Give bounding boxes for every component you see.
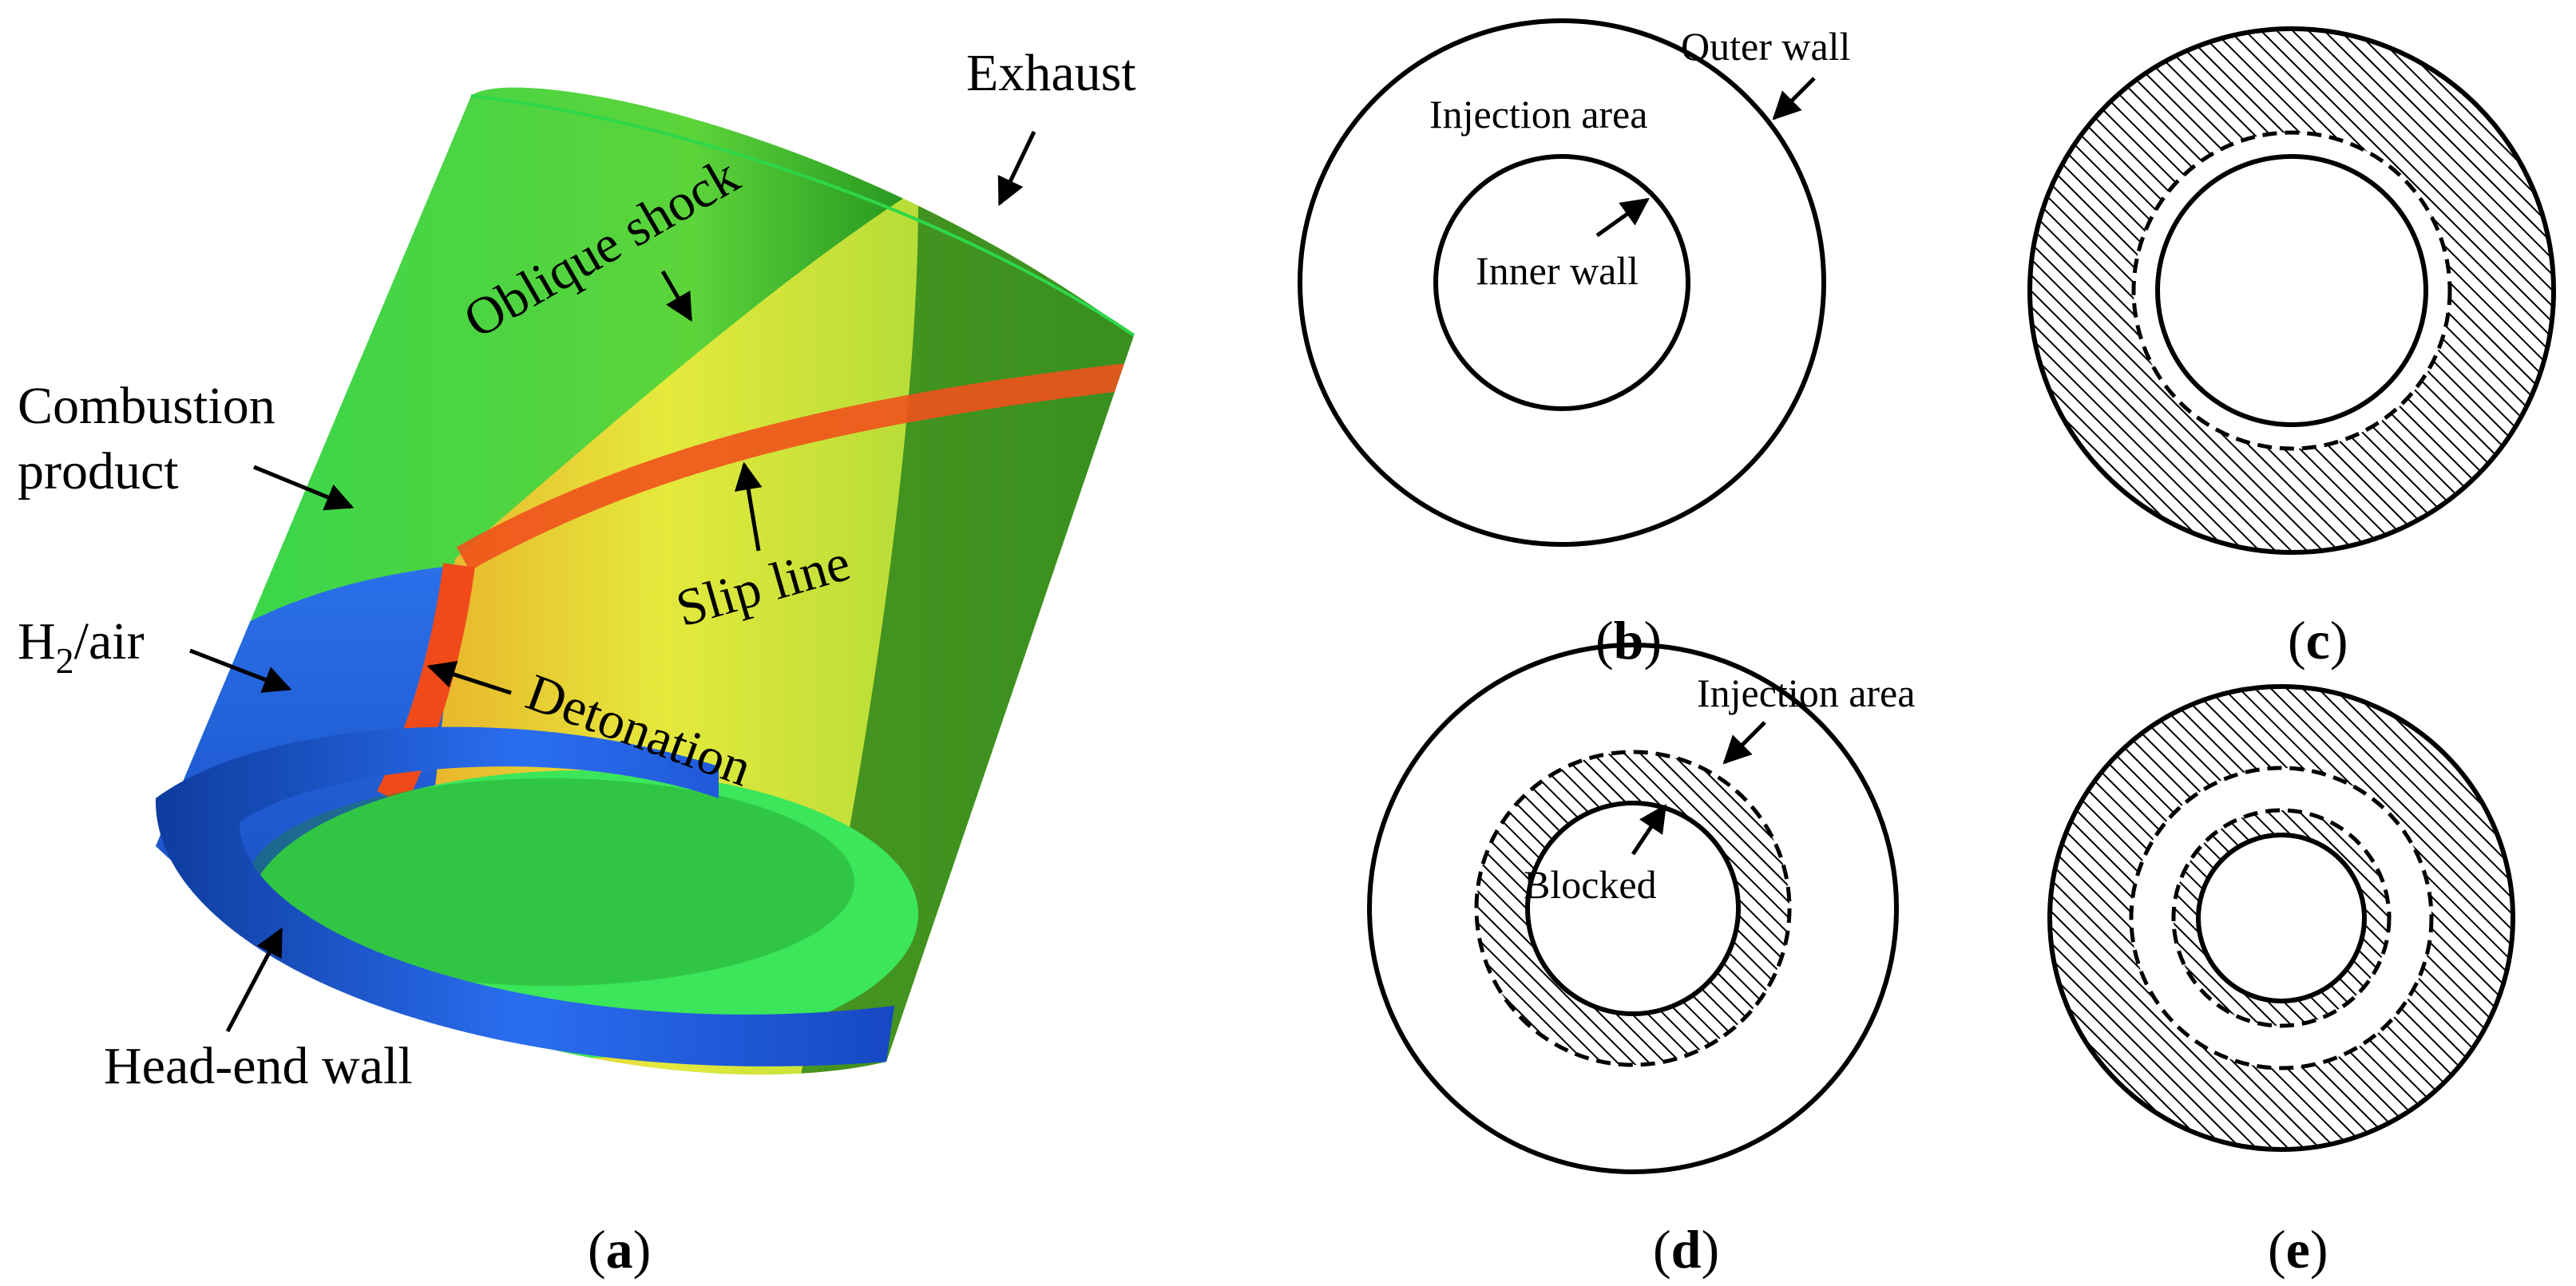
- blocked-inner-annulus: [1476, 752, 1790, 1065]
- arrow-blocked: [1631, 804, 1667, 856]
- blocked-boundary-dashed: [1474, 750, 1792, 1067]
- label-exhaust: Exhaust: [966, 44, 1136, 102]
- panel-a-combustor: Exhaust Oblique shock Combustion product…: [18, 44, 1136, 1280]
- inner-blocked-boundary-dashed: [2171, 808, 2392, 1028]
- arrow-exhaust: [997, 130, 1036, 207]
- outer-wall-circle: [2047, 684, 2515, 1152]
- arrow-head-end-wall: [225, 927, 283, 1033]
- outer-wall-circle: [2027, 26, 2556, 555]
- caption-e: (e): [2268, 1219, 2328, 1280]
- exhaust-end-edge: [470, 94, 1135, 337]
- inner-wall-circle: [1433, 154, 1690, 411]
- interior-shadow: [248, 778, 854, 986]
- label-combustion-product-2: product: [18, 442, 179, 501]
- outer-wall-circle: [1298, 18, 1826, 547]
- head-end-rim: [155, 726, 894, 1066]
- blocked-boundary-dashed: [2131, 130, 2452, 451]
- arrow-detonation: [426, 661, 512, 695]
- blocked-outer-annulus: [2050, 687, 2514, 1150]
- label-head-end-wall: Head-end wall: [104, 1037, 413, 1095]
- panel-c-schematic: (c): [2027, 26, 2556, 671]
- label-inner-wall: Inner wall: [1476, 248, 1639, 293]
- label-injection-area: Injection area: [1697, 671, 1915, 715]
- arrow-inner-wall: [1595, 197, 1650, 238]
- panel-b-schematic: Outer wall Injection area Inner wall (b): [1298, 18, 1850, 671]
- outer-wall-circle: [1367, 643, 1899, 1174]
- arrow-slip-line: [734, 461, 763, 552]
- arrow-h2-air: [189, 648, 292, 693]
- caption-c: (c): [2288, 610, 2348, 671]
- blocked-outer-annulus: [2030, 29, 2554, 552]
- label-combustion-product-1: Combustion: [18, 377, 275, 435]
- inner-wall-circle: [2155, 154, 2428, 427]
- outer-blocked-boundary-dashed: [2129, 766, 2434, 1070]
- arrow-outer-wall: [1772, 77, 1816, 121]
- caption-d: (d): [1653, 1219, 1719, 1280]
- label-outer-wall: Outer wall: [1681, 24, 1850, 69]
- label-blocked: Blocked: [1524, 862, 1657, 907]
- caption-b: (b): [1595, 610, 1662, 671]
- panel-e-schematic: (e): [2047, 684, 2515, 1280]
- arrow-combustion-product: [253, 465, 355, 511]
- slip-line-band: [456, 362, 1134, 571]
- inner-wall-circle: [1525, 801, 1741, 1016]
- caption-a: (a): [588, 1219, 651, 1280]
- inner-wall-circle: [2196, 833, 2367, 1003]
- label-injection-area: Injection area: [1429, 92, 1647, 137]
- label-h2-air: H2/air: [18, 612, 145, 681]
- arrow-injection-area: [1722, 721, 1766, 765]
- arrow-oblique-shock: [660, 270, 693, 322]
- panel-d-schematic: Injection area Blocked (d): [1367, 643, 1915, 1280]
